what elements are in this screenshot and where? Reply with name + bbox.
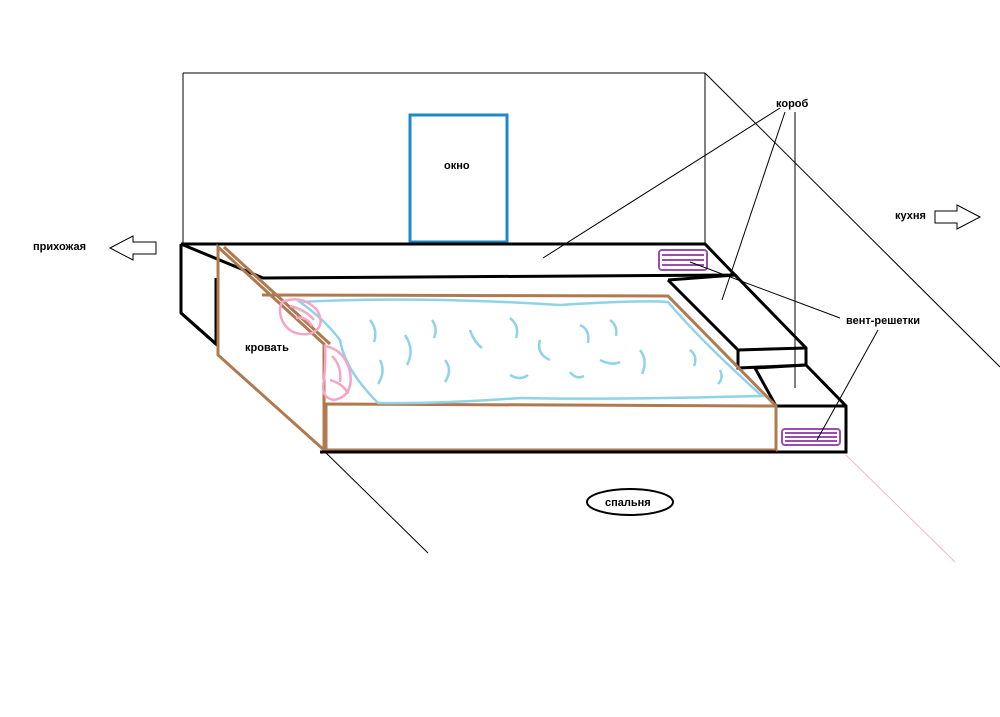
box-label: короб: [776, 98, 809, 110]
leader-lines: [542, 107, 879, 441]
bed-frame: [216, 243, 778, 454]
window-label: окно: [444, 160, 470, 172]
hallway-label: прихожая: [33, 241, 86, 253]
floor-line: [845, 454, 956, 563]
perspective-lines: [319, 72, 1000, 554]
blanket: [296, 298, 766, 405]
arrow-right-outline-icon: [934, 204, 982, 230]
bedroom-oval: [586, 488, 674, 516]
vent-bottom: [781, 428, 841, 446]
kitchen-label: кухня: [895, 210, 926, 222]
back-wall: [182, 72, 706, 245]
arrow-left-outline-icon: [108, 235, 157, 261]
pillows: [278, 298, 352, 402]
vent-top: [658, 249, 708, 271]
window: [408, 113, 509, 244]
bed-label: кровать: [245, 342, 289, 354]
vents-label: вент-решетки: [846, 315, 920, 327]
bedroom-label: спальня: [605, 497, 651, 509]
